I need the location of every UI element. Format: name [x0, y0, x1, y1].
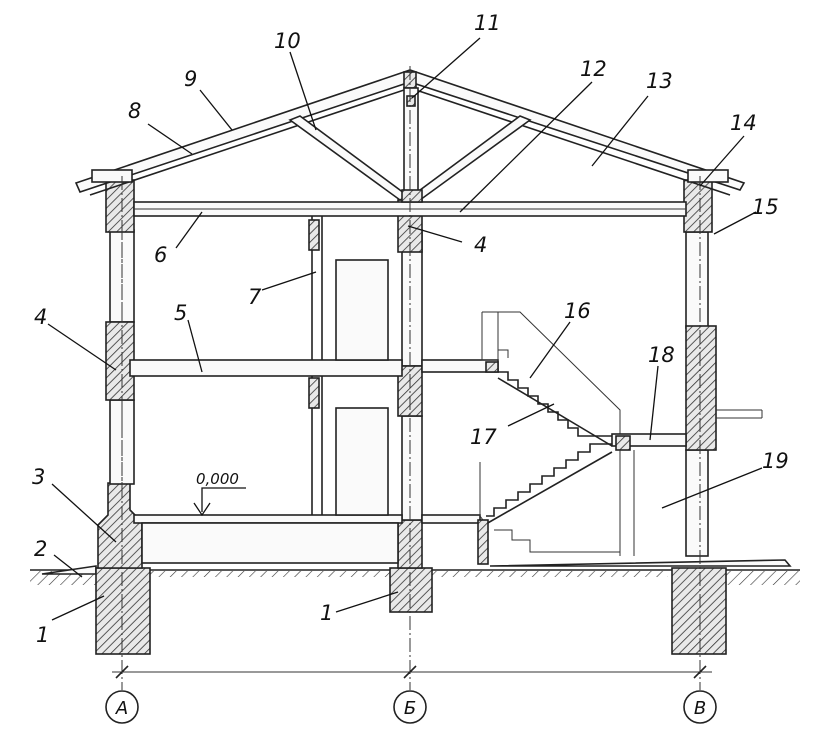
callout-14: 14	[730, 111, 757, 135]
axis-label-b: Б	[404, 698, 416, 719]
axis-label-a: А	[115, 698, 128, 719]
callout-7: 7	[248, 285, 262, 309]
interfloor-slab	[129, 359, 499, 377]
staircase	[477, 311, 687, 565]
callout-1-left: 1	[36, 623, 49, 647]
callout-5: 5	[174, 301, 187, 325]
partitions-and-doors	[308, 216, 389, 516]
callout-17: 17	[470, 425, 497, 449]
callout-6: 6	[154, 243, 167, 267]
callout-19: 19	[762, 449, 789, 473]
callout-9: 9	[184, 67, 197, 91]
axis-label-v: В	[694, 698, 706, 719]
left-outer-wall	[105, 179, 135, 485]
callout-18: 18	[648, 343, 675, 367]
level-mark-value: 0,000	[196, 470, 239, 488]
right-outer-wall	[683, 179, 763, 557]
callout-1-center: 1	[320, 601, 333, 625]
callout-4-left: 4	[34, 305, 47, 329]
callout-15: 15	[752, 195, 779, 219]
callout-10: 10	[274, 29, 301, 53]
ground-floor-slab	[133, 514, 481, 564]
callout-labels: 1 1 2 3 4 4 5 6 7 8 9 10 11 12 13 14 15 …	[32, 11, 789, 647]
axis-lines: А Б В	[105, 66, 717, 724]
callout-2: 2	[34, 537, 47, 561]
callout-13: 13	[646, 69, 673, 93]
callout-11: 11	[474, 11, 501, 35]
roof-truss	[288, 87, 532, 203]
callout-12: 12	[580, 57, 607, 81]
axis-bubble-v	[683, 690, 717, 724]
level-mark: 0,000	[193, 470, 246, 517]
axis-bubble-a	[105, 690, 139, 724]
callout-8: 8	[128, 99, 141, 123]
foundations	[95, 567, 727, 655]
callout-3: 3	[32, 465, 45, 489]
callout-4-center: 4	[474, 233, 487, 257]
axis-bubble-b	[393, 690, 427, 724]
callout-leaders	[47, 37, 763, 621]
callout-16: 16	[564, 299, 591, 323]
